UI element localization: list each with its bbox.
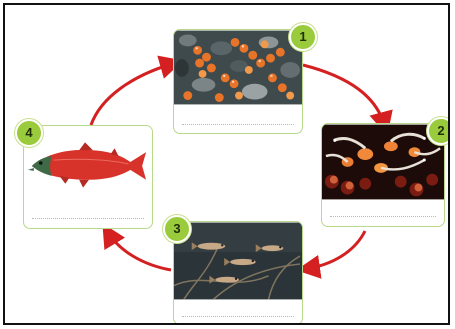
arrow-stage-1-to-2 — [303, 65, 385, 127]
alevins-photo — [322, 124, 444, 200]
stage-1-card — [173, 29, 303, 134]
stage-1-number-badge: 1 — [289, 23, 317, 51]
salmon-eggs-photo — [174, 30, 302, 105]
stage-1-answer-line[interactable] — [182, 124, 294, 125]
stage-3-answer-line[interactable] — [182, 316, 294, 317]
stage-4-card — [23, 125, 153, 229]
arrow-stage-4-to-1 — [91, 63, 175, 125]
fry-photo — [174, 222, 302, 300]
stage-4-answer-line[interactable] — [32, 218, 144, 219]
arrow-stage-2-to-3 — [305, 231, 365, 269]
stage-3-card — [173, 221, 303, 325]
stage-2-answer-line[interactable] — [330, 216, 436, 217]
life-cycle-diagram: 1 — [3, 3, 450, 325]
stage-4-number-badge: 4 — [15, 119, 43, 147]
stage-3-number-badge: 3 — [163, 215, 191, 243]
adult-salmon-photo — [24, 126, 152, 202]
stage-2-number-badge: 2 — [427, 117, 450, 145]
arrow-stage-3-to-4 — [107, 231, 171, 270]
stage-2-card — [321, 123, 445, 227]
